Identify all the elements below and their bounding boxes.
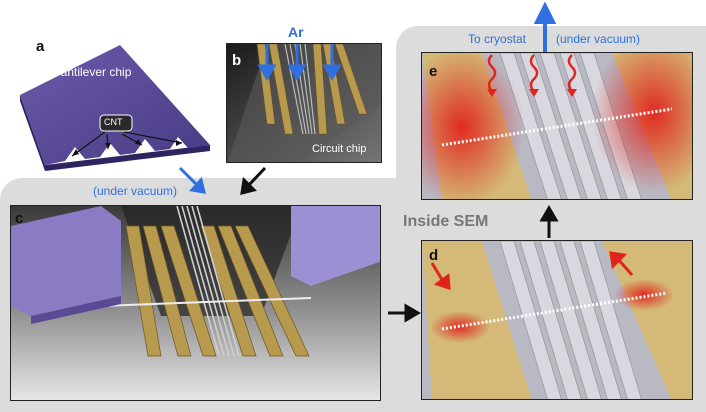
panel-d: d bbox=[421, 240, 693, 400]
panel-e: e bbox=[421, 52, 693, 200]
cnt-wire-e bbox=[441, 107, 673, 147]
heat-flow-arrow-1 bbox=[487, 54, 497, 92]
panel-e-label: e bbox=[429, 63, 438, 80]
heat-flow-arrow-2 bbox=[529, 54, 539, 92]
cnt-wire-c bbox=[100, 297, 312, 307]
cnt-label: CNT bbox=[104, 117, 123, 127]
black-down-arrow bbox=[246, 166, 267, 188]
panel-a-label: a bbox=[36, 38, 45, 55]
panel-c-label: c bbox=[15, 210, 24, 227]
heating-arrow-right bbox=[616, 258, 634, 276]
blue-down-arrow bbox=[178, 166, 200, 188]
under-vacuum-left: (under vacuum) bbox=[93, 184, 178, 198]
panel-c: c bbox=[10, 205, 381, 401]
inside-sem-label: Inside SEM bbox=[403, 213, 489, 230]
ar-label: Ar bbox=[288, 24, 304, 40]
cantilever-chip-graphic bbox=[20, 45, 210, 171]
cnt-pointer-4 bbox=[123, 131, 183, 144]
panel-b: b Circuit chip bbox=[226, 43, 382, 163]
cnt-wire-d bbox=[441, 291, 668, 331]
panel-d-label: d bbox=[429, 247, 439, 264]
cantilever-chip-label: Cantilever chip bbox=[52, 65, 132, 79]
to-cryostat-label: To cryostat bbox=[468, 32, 527, 46]
under-vacuum-right: (under vacuum) bbox=[556, 32, 641, 46]
heat-flow-arrow-3 bbox=[567, 54, 577, 92]
circuit-chip-label: Circuit chip bbox=[312, 143, 367, 155]
panel-b-label: b bbox=[232, 52, 242, 69]
